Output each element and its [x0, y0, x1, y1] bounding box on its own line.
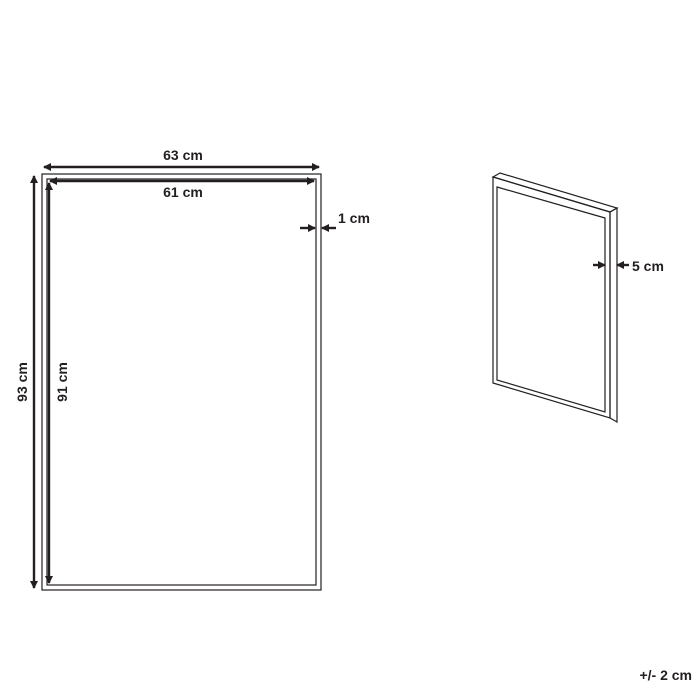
mirror-top-face: [491, 172, 619, 213]
mirror-perspective-outer: [492, 176, 611, 419]
tolerance-label: +/- 2 cm: [639, 667, 692, 683]
inner-width-label: 61 cm: [163, 184, 203, 200]
inner-height-label: 91 cm: [54, 362, 70, 402]
mirror-inner-frame: [46, 178, 317, 586]
outer-width-label: 63 cm: [163, 147, 203, 163]
mirror-outer-frame: [41, 173, 322, 591]
mirror-perspective-inner: [496, 186, 606, 413]
mirror-side-face: [609, 206, 618, 424]
depth-label: 5 cm: [632, 258, 664, 274]
outer-height-label: 93 cm: [14, 362, 30, 402]
frame-width-label: 1 cm: [338, 210, 370, 226]
